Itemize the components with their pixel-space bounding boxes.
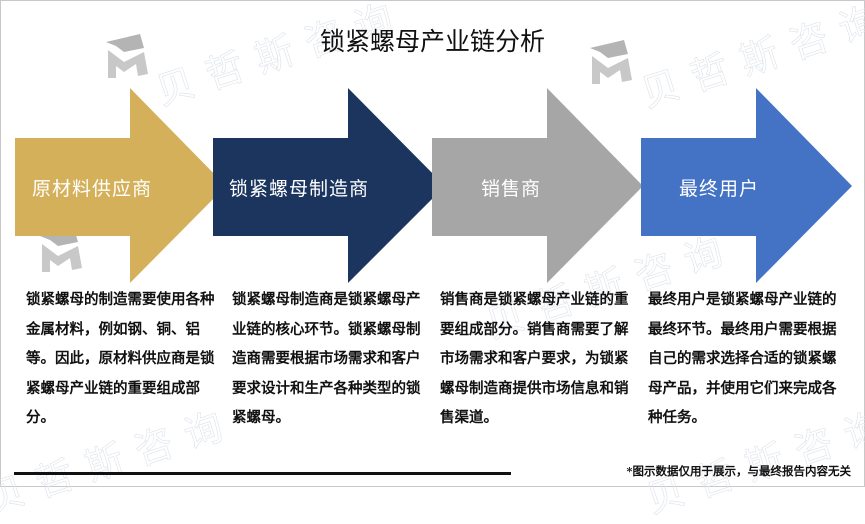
stage-label-distributor: 销售商 [481, 178, 542, 200]
arrow-end-user [641, 88, 852, 283]
stage-label-end-user: 最终用户 [679, 178, 760, 200]
footnote: *图示数据仅用于展示，与最终报告内容无关 [626, 464, 851, 478]
arrow-distributor [432, 88, 643, 283]
stage-description-manufacturer: 锁紧螺母制造商是锁紧螺母产业链的核心环节。锁紧螺母制造商需要根据市场需求和客户要… [232, 291, 421, 426]
stage-description-end-user: 最终用户是锁紧螺母产业链的最终环节。最终用户需要根据自己的需求选择合适的锁紧螺母… [648, 291, 837, 426]
stage-label-manufacturer: 锁紧螺母制造商 [229, 178, 370, 200]
arrow-raw-material-supplier [15, 88, 226, 283]
stage-description-distributor: 销售商是锁紧螺母产业链的重要组成部分。销售商需要了解市场需求和客户要求，为锁紧螺… [440, 291, 629, 426]
stage-label-raw-material-supplier: 原材料供应商 [32, 178, 153, 200]
arrow-manufacturer [213, 88, 445, 283]
footer-divider [14, 472, 511, 475]
page-title: 锁紧螺母产业链分析 [319, 27, 545, 56]
stage-description-raw-material-supplier: 锁紧螺母的制造需要使用各种金属材料，例如钢、铜、铝等。因此，原材料供应商是锁紧螺… [26, 291, 215, 426]
chain-arrows [15, 88, 852, 283]
